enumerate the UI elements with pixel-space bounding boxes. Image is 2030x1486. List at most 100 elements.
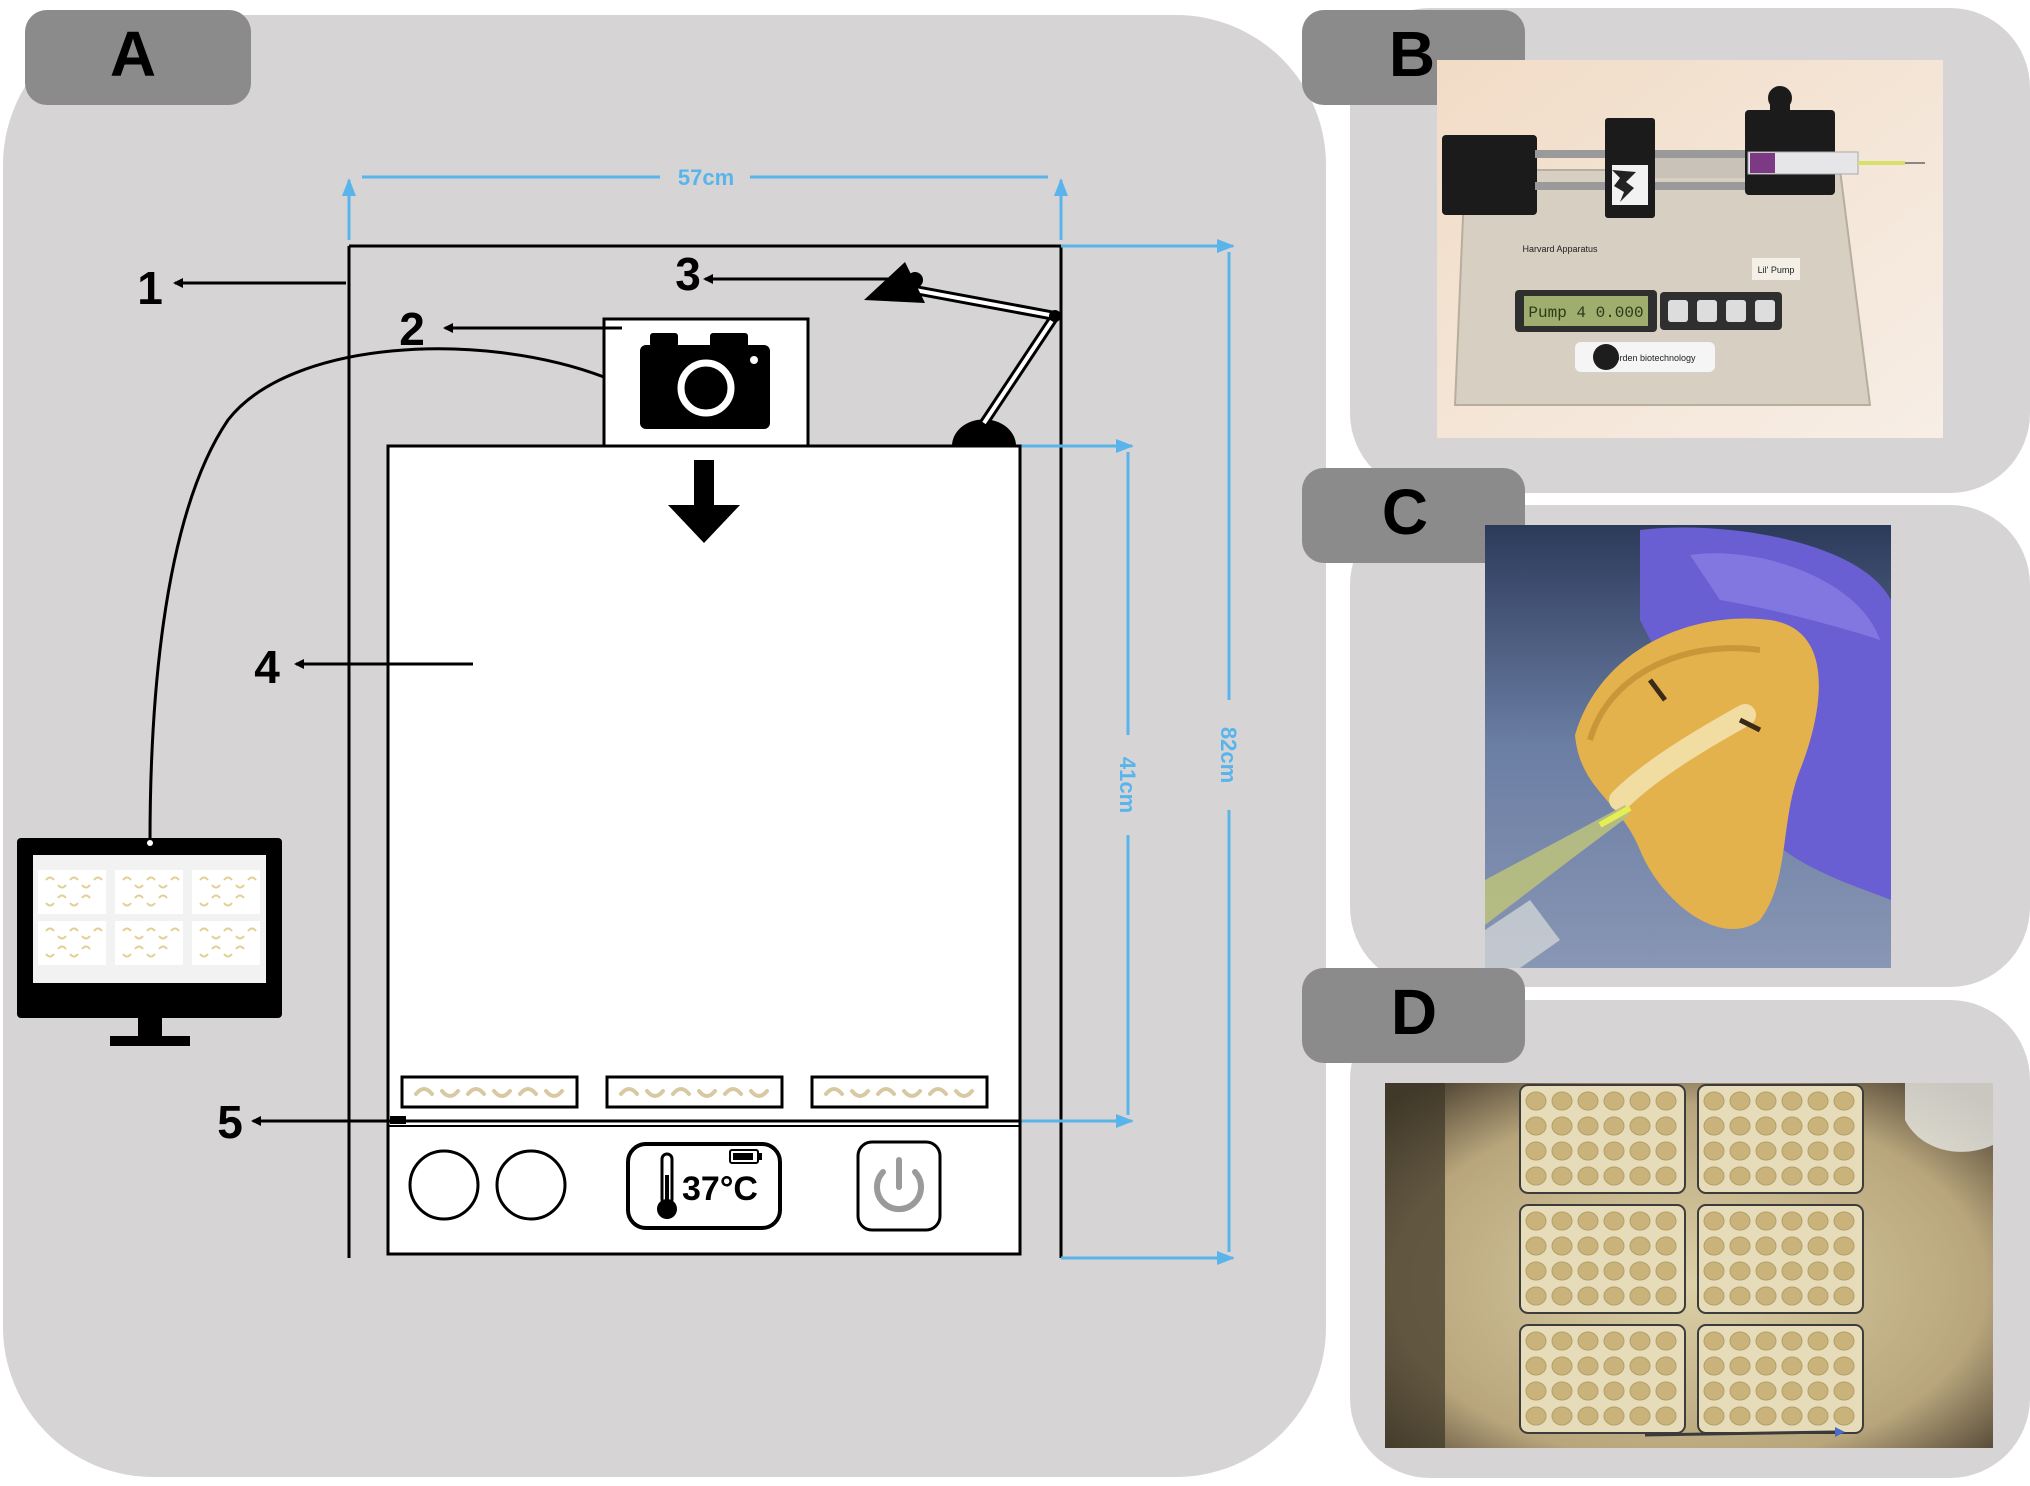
well <box>1781 1286 1803 1306</box>
well-plate <box>1519 1324 1686 1434</box>
well <box>1833 1166 1855 1186</box>
well <box>1729 1406 1751 1426</box>
well <box>1781 1381 1803 1401</box>
larva <box>199 876 209 881</box>
well <box>1807 1286 1829 1306</box>
well <box>1729 1116 1751 1136</box>
callout-3-number: 3 <box>675 248 701 300</box>
well-plate <box>1697 1204 1864 1314</box>
well <box>1755 1116 1777 1136</box>
larva <box>81 894 91 899</box>
larva <box>69 927 79 932</box>
well <box>1655 1331 1677 1351</box>
well <box>1629 1331 1651 1351</box>
monitor-tile <box>38 870 106 914</box>
thermometer-icon <box>657 1152 677 1219</box>
larva <box>158 894 168 899</box>
well <box>1525 1331 1547 1351</box>
larva <box>902 1089 922 1098</box>
well <box>1833 1211 1855 1231</box>
larva <box>69 953 79 958</box>
panel-a-tab <box>25 10 251 105</box>
larva-injection-photo <box>1485 525 1891 968</box>
well <box>1833 1331 1855 1351</box>
well <box>1655 1286 1677 1306</box>
larva <box>134 884 144 889</box>
well <box>1807 1406 1829 1426</box>
larva <box>122 902 132 907</box>
control-knob-left <box>408 1149 480 1221</box>
monitor-image-grid <box>38 870 260 965</box>
monitor-tile <box>115 921 183 965</box>
larva <box>69 876 79 881</box>
dimension-chamber-height: 41cm <box>1020 439 1140 1128</box>
well <box>1551 1406 1573 1426</box>
larva <box>45 927 55 932</box>
larva <box>247 876 257 881</box>
panel-b-letter: B <box>1389 18 1435 90</box>
well <box>1629 1166 1651 1186</box>
well <box>1703 1356 1725 1376</box>
monitor-tile <box>192 921 260 965</box>
larva <box>170 876 180 881</box>
well <box>1729 1166 1751 1186</box>
larva <box>146 927 156 932</box>
well <box>1629 1356 1651 1376</box>
larva <box>619 1087 639 1096</box>
well <box>1655 1141 1677 1161</box>
well <box>1703 1236 1725 1256</box>
well <box>1807 1381 1829 1401</box>
syringe-pump-photo: Pump 4 0.000 orden biotechnology Lil' Pu… <box>1437 60 1943 438</box>
well <box>1703 1261 1725 1281</box>
larva <box>81 884 91 889</box>
well <box>1629 1261 1651 1281</box>
well <box>1629 1116 1651 1136</box>
monitor-tile <box>115 870 183 914</box>
callout-5-number: 5 <box>217 1096 243 1148</box>
incubator-chamber <box>386 444 1022 1123</box>
panel-d-tab <box>1302 968 1525 1063</box>
larva <box>235 935 245 940</box>
panel-d: D <box>1302 968 2030 1478</box>
well <box>1833 1116 1855 1136</box>
well <box>1755 1406 1777 1426</box>
larva <box>235 884 245 889</box>
well <box>1729 1236 1751 1256</box>
well <box>1525 1236 1547 1256</box>
larva <box>466 1087 486 1096</box>
callout-1: 1 <box>137 262 346 314</box>
well <box>1525 1166 1547 1186</box>
well <box>1551 1381 1573 1401</box>
well <box>1551 1116 1573 1136</box>
larva <box>57 884 67 889</box>
well <box>1833 1261 1855 1281</box>
well <box>1525 1406 1547 1426</box>
down-arrow-icon <box>668 460 740 543</box>
camera-cable <box>148 347 605 843</box>
well <box>1525 1091 1547 1111</box>
well <box>1551 1141 1573 1161</box>
well-plate-photo <box>1385 1083 1993 1448</box>
well <box>1551 1331 1573 1351</box>
well <box>1551 1261 1573 1281</box>
well <box>1577 1211 1599 1231</box>
well <box>1551 1166 1573 1186</box>
larva <box>211 935 221 940</box>
power-icon <box>874 1157 924 1213</box>
well <box>1781 1406 1803 1426</box>
panel-c-tab <box>1302 468 1525 563</box>
larva <box>876 1087 896 1096</box>
well <box>1525 1261 1547 1281</box>
larva <box>57 945 67 950</box>
well <box>1755 1331 1777 1351</box>
well <box>1551 1236 1573 1256</box>
well <box>1577 1331 1599 1351</box>
camera-icon <box>640 333 770 429</box>
well <box>1781 1236 1803 1256</box>
well <box>1603 1211 1625 1231</box>
well <box>1807 1166 1829 1186</box>
well <box>1603 1406 1625 1426</box>
well <box>1525 1116 1547 1136</box>
well <box>1703 1211 1725 1231</box>
well <box>1833 1356 1855 1376</box>
